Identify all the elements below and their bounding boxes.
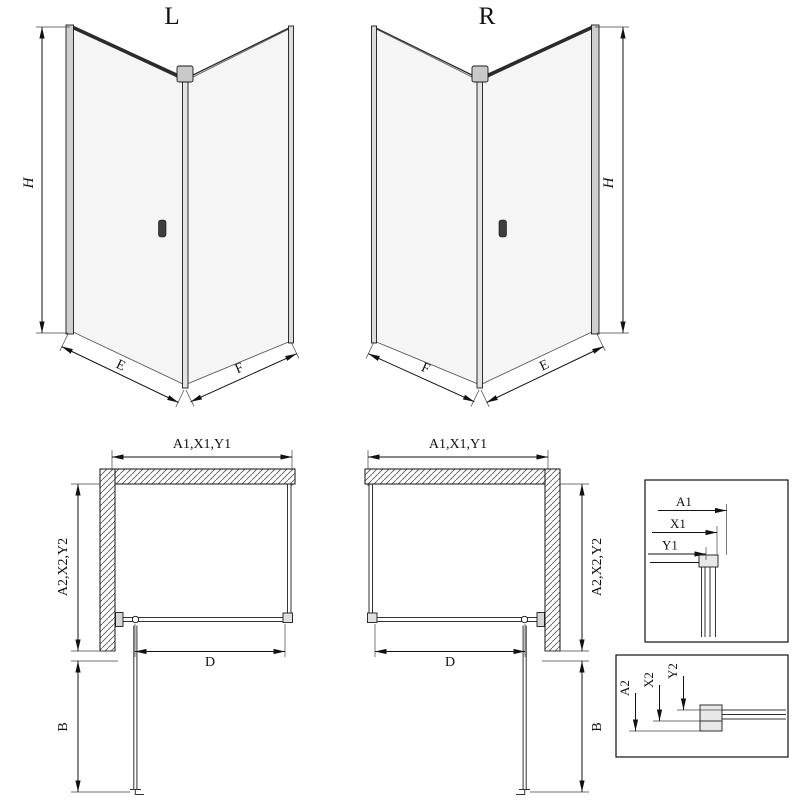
profile-section: [709, 567, 716, 637]
door-glass-panel: [72, 27, 184, 385]
corner-post-plan: [367, 612, 378, 623]
door-hinge: [520, 615, 529, 624]
iso-view-left: L H E F: [21, 3, 300, 408]
dim-label-b: B: [56, 722, 71, 731]
dim-label-a1: A1: [676, 494, 692, 509]
wall-side: [99, 468, 116, 652]
dim-label-a1x1y1: A1,X1,Y1: [429, 437, 487, 452]
door-handle: [498, 219, 507, 238]
dim-label-a1x1y1: A1,X1,Y1: [173, 437, 231, 452]
hinge-wall-profile: [65, 24, 74, 335]
version-label-left: L: [164, 3, 179, 30]
top-rail-side: [185, 25, 293, 80]
top-rail-door: [480, 24, 595, 81]
dim-label-f: F: [419, 360, 432, 377]
corner-post: [476, 75, 483, 389]
dimension-line: [486, 346, 604, 403]
dimension-door: D: [374, 624, 526, 670]
dim-label-x2: X2: [641, 672, 656, 688]
dim-label-d: D: [445, 655, 455, 670]
side-wall-profile: [371, 25, 377, 344]
glass-section: [722, 709, 786, 720]
dimension-height: H: [595, 26, 629, 334]
wall-profile-plan: [115, 612, 124, 627]
extension-lines: [185, 341, 300, 407]
door-glass-panel: [481, 27, 593, 385]
side-glass-plan: [368, 484, 373, 614]
side-wall-profile: [288, 25, 294, 344]
dim-label-x1: X1: [670, 516, 686, 531]
front-glass-plan: [123, 617, 283, 622]
dimension-width: A1,X1,Y1: [367, 437, 549, 486]
plan-view-left: A1,X1,Y1 A2,X2,Y2 D B: [56, 437, 296, 795]
dimension-door-width: E: [59, 333, 185, 408]
open-door-end-cap: [516, 789, 530, 795]
corner-post: [182, 75, 189, 389]
extension-lines: [134, 624, 286, 657]
top-rail-side: [372, 25, 480, 80]
dimension-door: D: [134, 624, 286, 670]
corner-post-plan: [282, 612, 293, 623]
wall-side: [544, 468, 561, 652]
dimension-entry: B: [530, 660, 605, 793]
hinge-wall-profile: [591, 24, 600, 335]
extension-lines: [530, 660, 589, 793]
dimension-line: [61, 346, 179, 403]
extension-lines: [59, 333, 185, 408]
dimension-entry: B: [56, 660, 130, 793]
front-glass-plan: [377, 617, 537, 622]
dim-label-a2: A2: [617, 680, 632, 696]
reference-lines: [629, 709, 722, 732]
profile-bracket: [699, 704, 723, 732]
detail-box-wall-profile-bottom: A2 X2 Y2: [615, 654, 789, 758]
dimension-depth: A2,X2,Y2: [545, 483, 605, 652]
dim-label-h: H: [21, 176, 37, 189]
dimension-line: [368, 353, 475, 403]
side-glass-plan: [287, 484, 292, 614]
iso-view-right: R H E F: [365, 3, 629, 408]
version-label-right: R: [479, 3, 496, 30]
extension-lines: [71, 660, 130, 793]
corner-bracket: [471, 65, 489, 83]
dimension-depth: A2,X2,Y2: [56, 483, 115, 652]
dim-label-a2x2y2: A2,X2,Y2: [56, 538, 71, 596]
dim-label-f: F: [233, 360, 246, 377]
extension-lines: [365, 341, 480, 407]
dim-label-d: D: [205, 655, 215, 670]
detail-box-wall-profile-top: A1 X1 Y1: [644, 479, 789, 643]
extension-lines: [36, 26, 70, 334]
door-handle: [158, 219, 167, 238]
dimension-height: H: [21, 26, 70, 334]
dim-label-y2: Y2: [665, 663, 680, 679]
wall-back: [111, 468, 296, 485]
dim-label-a2x2y2: A2,X2,Y2: [590, 538, 605, 596]
extension-lines: [480, 333, 606, 408]
side-glass-panel: [373, 27, 479, 385]
dim-label-h: H: [601, 176, 617, 189]
side-glass-panel: [186, 27, 292, 385]
profile-bracket: [698, 554, 719, 568]
plan-view-right: A1,X1,Y1 A2,X2,Y2 D B: [364, 437, 605, 795]
extension-lines: [374, 624, 526, 657]
dim-label-b: B: [590, 722, 605, 731]
wall-profile-plan: [536, 612, 545, 627]
dim-label-y1: Y1: [662, 538, 678, 553]
corner-bracket: [176, 65, 194, 83]
dimension-line: [190, 353, 297, 403]
glass-section: [701, 562, 706, 637]
wall-back: [364, 468, 549, 485]
open-door-end-cap: [130, 789, 144, 795]
top-rail-door: [70, 24, 185, 81]
door-hinge: [131, 615, 140, 624]
